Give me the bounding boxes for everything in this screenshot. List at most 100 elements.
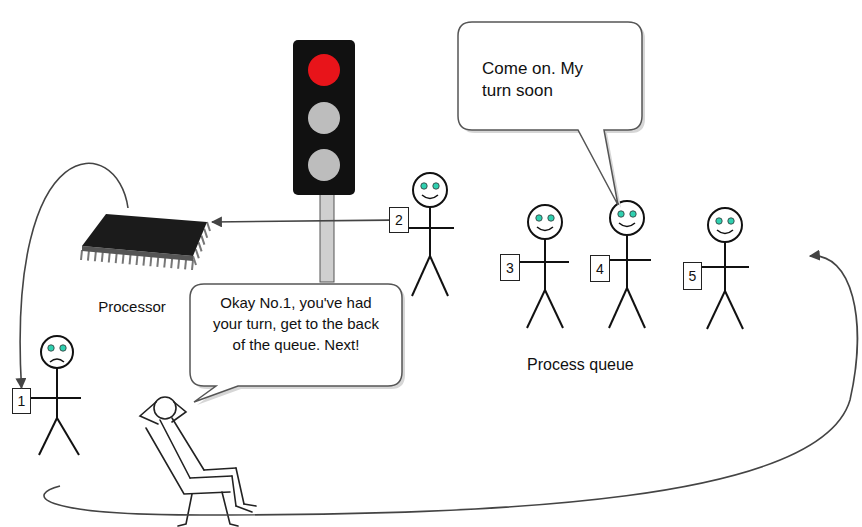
chip-pin bbox=[178, 259, 179, 269]
head bbox=[610, 201, 644, 235]
bubble-shape bbox=[458, 22, 642, 205]
light-pole bbox=[320, 190, 334, 282]
stick-figure bbox=[607, 201, 651, 328]
speech-text: Come on. My turn soon bbox=[482, 58, 612, 102]
chip-pin bbox=[193, 256, 196, 265]
chip-pin bbox=[81, 250, 82, 260]
chip-body bbox=[82, 214, 207, 256]
callout-number: 3 bbox=[501, 255, 519, 280]
speech-text: Okay No.1, you've had your turn, get to … bbox=[206, 292, 386, 355]
stick-figure bbox=[408, 173, 454, 296]
eye bbox=[433, 183, 439, 189]
leg bbox=[627, 288, 645, 328]
arm-behind-head bbox=[172, 402, 186, 422]
flow-arrow bbox=[212, 220, 389, 222]
arm-behind-head bbox=[140, 402, 158, 424]
head bbox=[708, 208, 742, 242]
chip-pin bbox=[130, 254, 131, 264]
chip-pin bbox=[143, 256, 144, 266]
speech-bubble: Come on. My turn soon bbox=[458, 22, 642, 130]
head bbox=[41, 336, 73, 368]
process-number: 4 bbox=[590, 255, 610, 282]
stick-figure bbox=[519, 205, 569, 328]
red-lamp bbox=[308, 54, 340, 86]
arms bbox=[27, 397, 81, 399]
chair-legs bbox=[178, 492, 238, 526]
body bbox=[544, 239, 546, 290]
chip-pin bbox=[196, 249, 199, 258]
smile bbox=[619, 223, 635, 227]
eye bbox=[48, 345, 54, 351]
chip-pin bbox=[204, 229, 207, 238]
chip-pin bbox=[171, 258, 172, 268]
green-lamp bbox=[308, 149, 340, 181]
eye bbox=[60, 345, 66, 351]
traffic-light bbox=[293, 40, 355, 282]
chip-pin bbox=[164, 258, 165, 268]
bubble-shape bbox=[190, 284, 402, 402]
shin bbox=[232, 468, 244, 506]
chip-pin bbox=[102, 252, 103, 262]
process-number: 5 bbox=[683, 262, 702, 290]
leg bbox=[57, 418, 79, 455]
eye bbox=[728, 218, 734, 224]
smile bbox=[537, 227, 553, 231]
arms bbox=[701, 266, 749, 268]
head bbox=[154, 397, 176, 419]
leg bbox=[430, 256, 448, 296]
chair-seat bbox=[146, 428, 230, 494]
chip-pin bbox=[199, 242, 202, 251]
chip-pin bbox=[95, 251, 96, 261]
chip-pin bbox=[123, 254, 124, 264]
chip-pin bbox=[207, 222, 210, 231]
callout-number: 1 bbox=[13, 389, 30, 413]
arms bbox=[607, 259, 651, 261]
callout-number: 4 bbox=[591, 256, 609, 281]
chip-pin bbox=[150, 256, 151, 266]
leg bbox=[707, 291, 725, 329]
frown bbox=[50, 359, 64, 362]
foot bbox=[236, 504, 256, 512]
stick-figure bbox=[27, 336, 81, 455]
leg bbox=[39, 418, 57, 455]
chip-pin bbox=[185, 259, 186, 269]
process-number: 3 bbox=[500, 254, 520, 281]
leg bbox=[609, 288, 627, 328]
chip-pin bbox=[88, 251, 89, 261]
arms bbox=[519, 261, 569, 263]
eye bbox=[421, 183, 427, 189]
chip-pin bbox=[201, 236, 204, 245]
eye bbox=[536, 215, 542, 221]
eye bbox=[548, 215, 554, 221]
leg bbox=[545, 290, 563, 328]
chip-pin bbox=[116, 253, 117, 263]
flow-arrow bbox=[20, 163, 128, 388]
leg bbox=[725, 291, 743, 329]
body bbox=[429, 207, 431, 256]
leg bbox=[412, 256, 430, 296]
chip-pin bbox=[157, 257, 158, 267]
chip-pin bbox=[109, 253, 110, 263]
eye bbox=[716, 218, 722, 224]
reclining-man bbox=[140, 397, 256, 526]
chip-pin bbox=[137, 255, 138, 265]
thigh bbox=[190, 468, 236, 478]
eye bbox=[630, 211, 636, 217]
leg bbox=[527, 290, 545, 328]
callout-number: 5 bbox=[684, 263, 701, 289]
head bbox=[528, 205, 562, 239]
queue-label: Process queue bbox=[527, 356, 634, 374]
speech-bubble: Okay No.1, you've had your turn, get to … bbox=[190, 284, 402, 386]
return-loop-arrow bbox=[44, 256, 857, 515]
chip-pin bbox=[192, 260, 193, 270]
stick-figure bbox=[701, 208, 749, 329]
body bbox=[56, 368, 58, 418]
head bbox=[413, 173, 447, 207]
eye bbox=[618, 211, 624, 217]
arms bbox=[408, 227, 454, 229]
callout-number: 2 bbox=[390, 208, 408, 232]
part-label: Processor bbox=[76, 298, 188, 316]
process-number: 2 bbox=[389, 207, 409, 233]
